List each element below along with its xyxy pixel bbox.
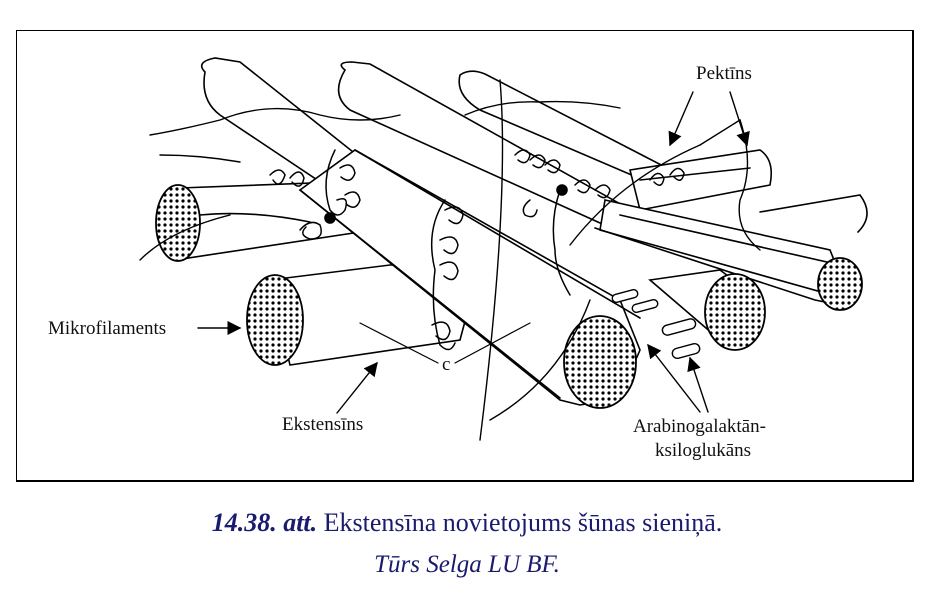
label-arrows: [197, 91, 750, 414]
figure-credit: Tūrs Selga LU BF.: [374, 551, 560, 578]
microfibril-front-diagonal: [298, 149, 641, 409]
label-arabinogalactan-line2: ksiloglukāns: [655, 440, 752, 461]
figure-caption-text: Ekstensīna novietojums šūnas sieniņā.: [317, 508, 723, 537]
extensin-coils: [269, 149, 685, 351]
arabinogalactan-arrow-left: [647, 343, 701, 413]
label-c: c: [442, 354, 451, 375]
c-leader-lines: [359, 322, 531, 364]
label-extensin: Ekstensīns: [282, 414, 364, 435]
label-pectin: Pektīns: [696, 63, 752, 84]
arabinogalactan-rods: [611, 288, 701, 360]
figure-caption: 14.38. att. Ekstensīna novietojums šūnas…: [0, 510, 934, 536]
microfibril-middle-right: [648, 269, 766, 351]
pectin-strands: [139, 79, 761, 441]
microfibril-right-upper: [629, 149, 773, 211]
crosslink-dot: [324, 212, 336, 224]
extensin-arrow: [336, 361, 378, 414]
pectin-arrow-left: [668, 91, 694, 147]
crosslink-dot: [556, 184, 568, 196]
microfibril-right-diagonal: [594, 194, 868, 311]
pectin-arrow-right: [729, 91, 750, 147]
arabinogalactan-arrow-right: [687, 356, 709, 413]
label-arabinogalactan-line1: Arabinogalaktān-: [633, 416, 766, 437]
figure-number: 14.38. att.: [211, 508, 318, 537]
label-microfilaments: Mikrofilaments: [48, 318, 167, 339]
